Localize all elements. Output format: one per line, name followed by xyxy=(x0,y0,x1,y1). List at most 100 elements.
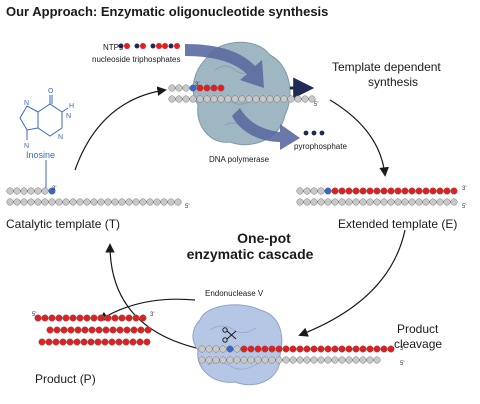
template-dependent-label: Template dependent xyxy=(332,60,441,74)
bead-extended-template xyxy=(366,198,374,206)
bead-polymerase-template xyxy=(210,95,218,103)
bead-product-3 xyxy=(52,338,60,346)
endonuclease-enzyme xyxy=(192,304,283,386)
bead-catalytic-template xyxy=(97,198,105,206)
bead-catalytic-template xyxy=(160,198,168,206)
dna-polymerase-label: DNA polymerase xyxy=(209,155,270,164)
bead-cleavage-template xyxy=(205,356,213,364)
bead-catalytic-template xyxy=(174,198,182,206)
bead-product-1 xyxy=(118,314,126,322)
scissors-icon xyxy=(222,327,237,343)
bead-product-1 xyxy=(83,314,91,322)
bead-cleavage-top xyxy=(366,345,374,353)
bead-catalytic-template xyxy=(62,198,70,206)
ntps-label: NTPs xyxy=(103,43,123,52)
bead-product-3 xyxy=(108,338,116,346)
bead-catalytic-top xyxy=(13,187,21,195)
bead-cleavage-top xyxy=(352,345,360,353)
bead-product-2 xyxy=(123,326,131,334)
bead-catalytic-top xyxy=(6,187,14,195)
bead-cleavage-top xyxy=(387,345,395,353)
bead-catalytic-template xyxy=(118,198,126,206)
bead-extended-template xyxy=(296,198,304,206)
bead-product-3 xyxy=(87,338,95,346)
bead-cleavage-template xyxy=(310,356,318,364)
bead-cleavage-template xyxy=(268,356,276,364)
bead-polymerase-top xyxy=(210,84,218,92)
prime-5-cleavage: 5' xyxy=(400,361,404,367)
bead-cleavage-top xyxy=(275,345,283,353)
bead-catalytic-template xyxy=(125,198,133,206)
bead-product-1 xyxy=(111,314,119,322)
bead-cleavage-top xyxy=(380,345,388,353)
bead-polymerase-template xyxy=(294,95,302,103)
bead-catalytic-top xyxy=(20,187,28,195)
bead-cleavage-top xyxy=(268,345,276,353)
bead-extended-top xyxy=(345,187,353,195)
bead-cleavage-template xyxy=(247,356,255,364)
bead-catalytic-template xyxy=(48,198,56,206)
bead-cleavage-template xyxy=(303,356,311,364)
bead-product-2 xyxy=(130,326,138,334)
bead-product-3 xyxy=(129,338,137,346)
bead-extended-template xyxy=(352,198,360,206)
bead-catalytic-top xyxy=(48,187,56,195)
bead-extended-template xyxy=(310,198,318,206)
bead-cleavage-top xyxy=(338,345,346,353)
bead-extended-template xyxy=(380,198,388,206)
bead-extended-top xyxy=(387,187,395,195)
bead-product-1 xyxy=(90,314,98,322)
bead-cleavage-top xyxy=(289,345,297,353)
bead-strands xyxy=(6,84,458,364)
bead-product-1 xyxy=(97,314,105,322)
bead-extended-top xyxy=(450,187,458,195)
bead-extended-top xyxy=(408,187,416,195)
bead-catalytic-template xyxy=(83,198,91,206)
product-p-label: Product (P) xyxy=(35,372,96,386)
bead-catalytic-template xyxy=(13,198,21,206)
center-title-line2: enzymatic cascade xyxy=(187,246,314,262)
bead-product-3 xyxy=(94,338,102,346)
inosine-structure xyxy=(19,95,69,188)
atom-n3: N xyxy=(24,100,29,107)
bead-extended-template xyxy=(317,198,325,206)
bead-extended-template xyxy=(429,198,437,206)
synthesis-label: synthesis xyxy=(368,75,418,89)
bead-product-1 xyxy=(139,314,147,322)
bead-polymerase-top xyxy=(168,84,176,92)
bead-extended-template xyxy=(324,198,332,206)
bead-extended-template xyxy=(408,198,416,206)
product-cleavage-line2: cleavage xyxy=(394,337,442,351)
bead-product-1 xyxy=(34,314,42,322)
bead-cleavage-template xyxy=(261,356,269,364)
bead-cleavage-template xyxy=(345,356,353,364)
bead-product-2 xyxy=(144,326,152,334)
bead-product-2 xyxy=(95,326,103,334)
bead-product-3 xyxy=(80,338,88,346)
pyrophosphate-dots xyxy=(303,130,325,136)
bead-extended-top xyxy=(338,187,346,195)
flow-arrow-top xyxy=(185,44,264,88)
bead-extended-top xyxy=(443,187,451,195)
bead-extended-top xyxy=(310,187,318,195)
bead-catalytic-template xyxy=(111,198,119,206)
bead-extended-template xyxy=(436,198,444,206)
bead-extended-template xyxy=(401,198,409,206)
bead-product-1 xyxy=(104,314,112,322)
bead-cleavage-template xyxy=(359,356,367,364)
bead-polymerase-template xyxy=(273,95,281,103)
bead-cleavage-top xyxy=(359,345,367,353)
bead-extended-top xyxy=(317,187,325,195)
bead-product-3 xyxy=(73,338,81,346)
bead-polymerase-template xyxy=(259,95,267,103)
bead-extended-top xyxy=(352,187,360,195)
bead-cleavage-template xyxy=(275,356,283,364)
bead-catalytic-template xyxy=(167,198,175,206)
bead-polymerase-template xyxy=(224,95,232,103)
bead-product-2 xyxy=(74,326,82,334)
bead-cleavage-top xyxy=(212,345,220,353)
cycle-arrow-top-right xyxy=(329,99,389,177)
bead-extended-top xyxy=(394,187,402,195)
bead-cleavage-template xyxy=(226,356,234,364)
bead-product-3 xyxy=(45,338,53,346)
